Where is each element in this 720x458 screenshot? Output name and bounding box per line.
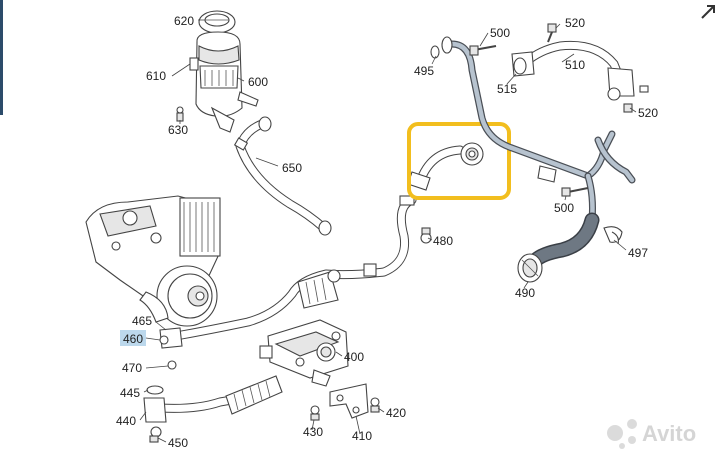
callout-460: 460	[123, 332, 143, 346]
thermostat-400	[259, 319, 349, 387]
callout-500-top: 500	[490, 26, 510, 40]
callout-600: 600	[248, 75, 268, 89]
callout-495: 495	[414, 64, 434, 78]
expansion-tank	[176, 10, 259, 133]
callout-500-mid: 500	[554, 201, 574, 215]
callout-520-top: 520	[565, 16, 585, 30]
callout-420: 420	[386, 406, 406, 420]
callout-400: 400	[344, 350, 364, 364]
callout-445: 445	[120, 386, 140, 400]
callout-470: 470	[122, 361, 142, 375]
bracket-410	[167, 360, 380, 421]
metal-pipe-495	[430, 36, 592, 183]
engine-block	[85, 195, 221, 327]
left-edge-strip	[0, 0, 3, 115]
pipe-460	[159, 195, 417, 349]
callout-630: 630	[168, 123, 188, 137]
bolt-500-top	[469, 45, 497, 56]
hose-510	[511, 23, 649, 113]
callout-480: 480	[433, 234, 453, 248]
avito-watermark-text: Avito	[642, 421, 696, 446]
callout-460-highlight	[120, 330, 146, 346]
hose-440	[143, 375, 283, 443]
expand-arrow-icon[interactable]	[698, 4, 716, 22]
metal-pipe-490	[517, 130, 636, 283]
avito-watermark: Avito	[607, 419, 696, 449]
callout-labels: 620 610 600 630 650 500 495 515 520 510 …	[116, 14, 658, 450]
callout-410: 410	[352, 429, 372, 443]
highlighted-hose	[407, 122, 511, 200]
callout-650: 650	[282, 161, 302, 175]
leader-lines	[139, 19, 637, 443]
callout-450: 450	[168, 436, 188, 450]
callout-520-right: 520	[638, 106, 658, 120]
callout-465: 465	[132, 314, 152, 328]
callout-440: 440	[116, 414, 136, 428]
callout-515: 515	[497, 82, 517, 96]
callout-497: 497	[628, 246, 648, 260]
bolt-480	[420, 227, 432, 244]
callout-430: 430	[303, 425, 323, 439]
callout-610: 610	[146, 69, 166, 83]
callout-620: 620	[174, 14, 194, 28]
callout-490: 490	[515, 286, 535, 300]
callout-510: 510	[565, 58, 585, 72]
hose-650	[233, 116, 332, 236]
highlight-box	[407, 122, 511, 200]
